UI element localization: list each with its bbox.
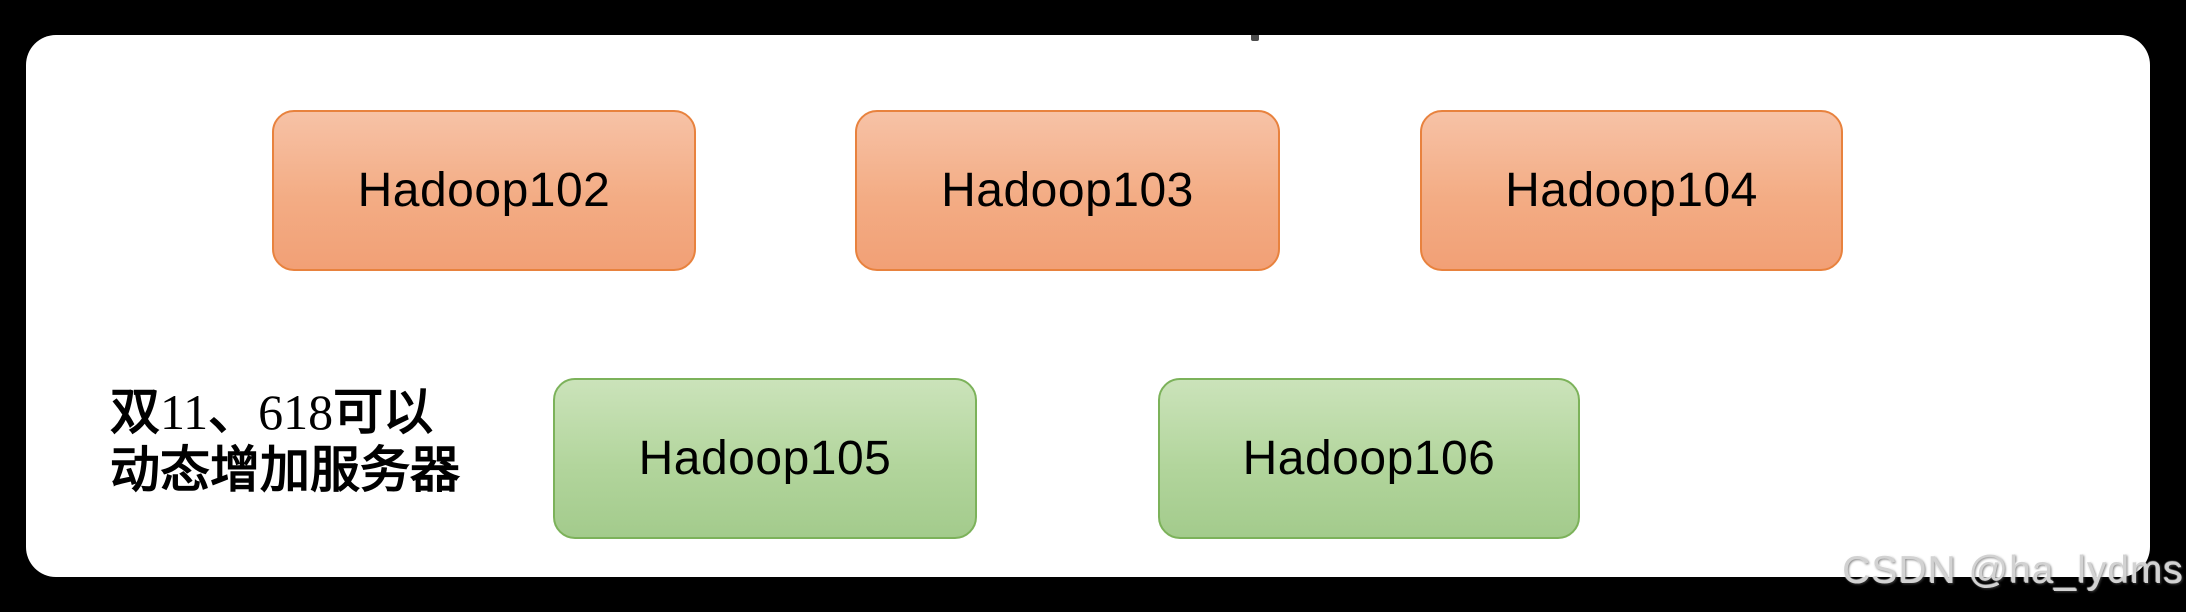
- server-node-label: Hadoop106: [1242, 432, 1496, 485]
- server-node-hadoop106: Hadoop106: [1158, 378, 1580, 539]
- server-node-hadoop102: Hadoop102: [272, 110, 696, 271]
- annotation-text-part: 618: [258, 384, 334, 440]
- annotation-text-part: 可以: [333, 383, 434, 441]
- server-node-label: Hadoop103: [941, 164, 1194, 217]
- server-node-label: Hadoop104: [1505, 164, 1758, 217]
- server-node-label: Hadoop105: [638, 432, 892, 485]
- artifact-notch: [1251, 35, 1259, 41]
- annotation-text-part: 11: [160, 384, 209, 440]
- annotation-text-part: 、: [208, 383, 259, 441]
- server-node-label: Hadoop102: [357, 164, 611, 217]
- server-node-hadoop105: Hadoop105: [553, 378, 977, 539]
- slide-panel: Hadoop102 Hadoop103 Hadoop104 Hadoop105 …: [26, 35, 2150, 577]
- annotation-text-part: 动态增加服务器: [110, 441, 460, 499]
- csdn-watermark: CSDN @ha_lydms: [1842, 549, 2184, 592]
- annotation-text-part: 双: [110, 383, 160, 441]
- annotation-note: 双11、618可以 动态增加服务器: [110, 383, 460, 499]
- server-node-hadoop104: Hadoop104: [1420, 110, 1843, 271]
- server-node-hadoop103: Hadoop103: [855, 110, 1280, 271]
